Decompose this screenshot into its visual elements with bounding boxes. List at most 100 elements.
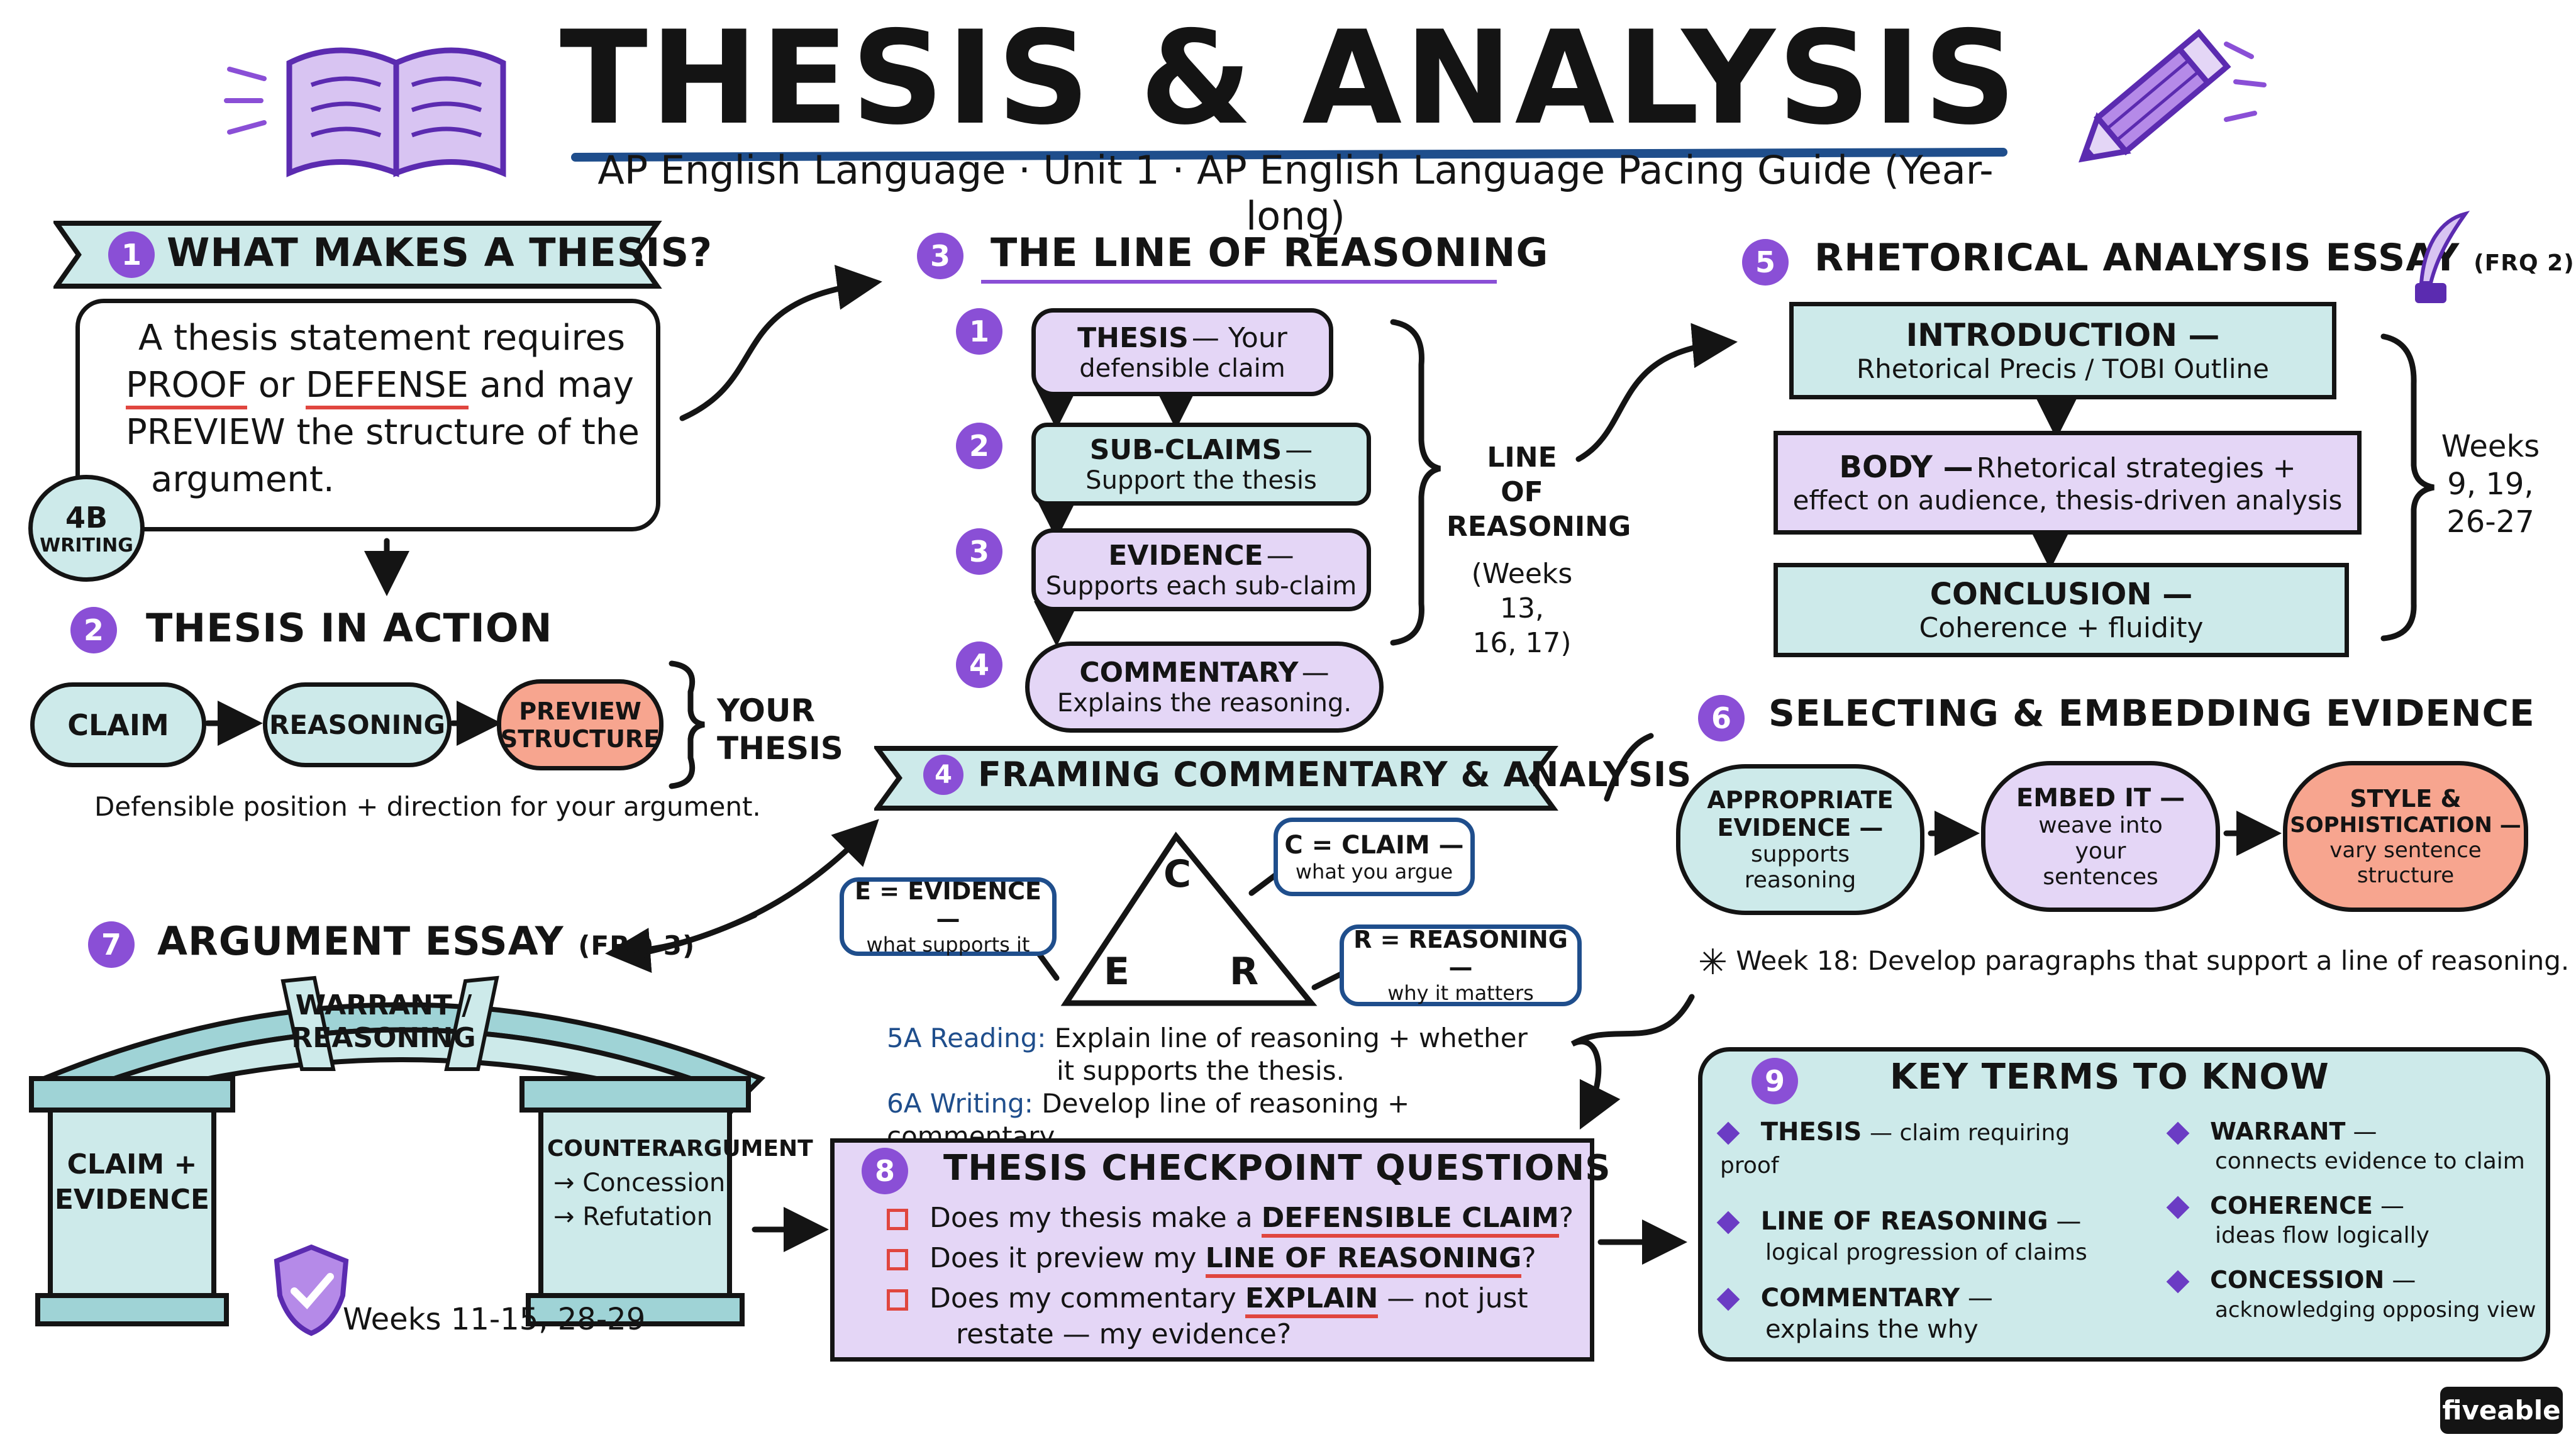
diamond-bullet-icon xyxy=(1716,1211,1740,1235)
s6-b-sub1: weave into xyxy=(2038,812,2163,838)
arch-reasoning: REASONING xyxy=(291,1022,476,1054)
s6-a-head1: APPROPRIATE xyxy=(1707,786,1894,814)
s8-q3-pre: Does my commentary xyxy=(930,1282,1236,1314)
s5-weeks-list: 9, 19, xyxy=(2447,467,2534,502)
s7-weeks: Weeks 11-15, 28-29 xyxy=(343,1302,646,1337)
s8-questions: Does my thesis make a DEFENSIBLE CLAIM? … xyxy=(887,1198,1579,1350)
s1-skill-code: 4B xyxy=(65,500,108,535)
s1-or: or xyxy=(258,365,295,406)
s2-claim-label: CLAIM xyxy=(67,708,169,742)
s1-banner xyxy=(52,217,667,292)
s5-weeks: Weeks 9, 19, 26-27 xyxy=(2428,428,2553,541)
s2-reasoning-label: REASONING xyxy=(269,709,445,740)
s6-title: SELECTING & EMBEDDING EVIDENCE xyxy=(1768,692,2535,735)
s9-term-commentary-dash: — xyxy=(1967,1284,1993,1313)
arch-claim: CLAIM + xyxy=(67,1148,197,1180)
s2-your-thesis: YOUR THESIS xyxy=(717,692,843,767)
checkbox-3[interactable] xyxy=(887,1289,908,1311)
s9-terms-right: WARRANT — connects evidence to claim COH… xyxy=(2166,1116,2541,1325)
arch-concession: → Concession xyxy=(553,1169,726,1197)
s1-text-b: and may xyxy=(479,365,634,406)
s3-step3-badge: 3 xyxy=(956,528,1002,575)
s8-q1-pre: Does my thesis make a xyxy=(930,1202,1253,1234)
s9-term-warrant-def: connects evidence to claim xyxy=(2215,1148,2525,1174)
s9-term-commentary-name: COMMENTARY xyxy=(1760,1284,1960,1313)
s1-text: A thesis statement requires PROOF or DEF… xyxy=(126,314,641,503)
asterisk-icon: ✳ xyxy=(1698,942,1728,983)
diamond-bullet-icon xyxy=(2166,1270,2190,1293)
s9-term-coherence: COHERENCE — ideas flow logically xyxy=(2166,1191,2541,1251)
s7-frq-tag: (FRQ 3) xyxy=(578,930,696,961)
s6-a-head2: EVIDENCE — xyxy=(1717,814,1884,841)
checkbox-1[interactable] xyxy=(887,1209,908,1230)
s7-title-text: ARGUMENT ESSAY xyxy=(157,918,564,964)
s6-a-sub2: reasoning xyxy=(1744,867,1857,893)
s1-text-c: the structure of the xyxy=(296,412,640,453)
s3-brace-of: OF xyxy=(1501,476,1543,508)
cer-triangle-e: E xyxy=(1104,950,1130,994)
s9-term-thesis: THESIS — claim requiring proof xyxy=(1716,1116,2123,1182)
arch-refutation: → Refutation xyxy=(553,1202,713,1231)
s4-reading-text-2: it supports the thesis. xyxy=(1057,1055,1345,1086)
s8-number-badge: 8 xyxy=(862,1148,908,1194)
s8-question-3: Does my commentary EXPLAIN — not just xyxy=(887,1279,1579,1319)
s9-term-coherence-def: ideas flow logically xyxy=(2215,1223,2429,1248)
s8-q3-post: — not just xyxy=(1387,1282,1528,1314)
s7-title: ARGUMENT ESSAY (FRQ 3) xyxy=(157,918,695,964)
s3-step2-card: SUB-CLAIMS — Support the thesis xyxy=(1031,423,1371,506)
arch-left-pillar-label: CLAIM + EVIDENCE xyxy=(53,1138,211,1226)
diamond-bullet-icon xyxy=(2166,1196,2190,1219)
s9-term-warrant: WARRANT — connects evidence to claim xyxy=(2166,1116,2541,1177)
s3-step1-head: THESIS xyxy=(1077,321,1189,354)
pencil-icon xyxy=(2063,13,2251,189)
s3-step2-l1: — xyxy=(1285,433,1313,466)
s4-banner xyxy=(872,742,1560,814)
s9-term-concession-def: acknowledging opposing view xyxy=(2215,1297,2536,1323)
s7-arch xyxy=(25,969,780,1358)
s1-defense: DEFENSE xyxy=(305,365,469,409)
s8-question-1: Does my thesis make a DEFENSIBLE CLAIM? xyxy=(887,1198,1579,1238)
s5-weeks-label: Weeks xyxy=(2441,429,2540,464)
checkbox-2[interactable] xyxy=(887,1249,908,1270)
s9-term-line-of-reasoning: LINE OF REASONING — logical progression … xyxy=(1716,1206,2123,1269)
s3-step4-cloud: COMMENTARY — Explains the reasoning. xyxy=(1025,641,1384,733)
s8-q2-post: ? xyxy=(1521,1242,1536,1274)
s3-step4-head: COMMENTARY xyxy=(1079,657,1299,689)
s2-preview-label-2: STRUCTURE xyxy=(500,724,660,753)
s6-a-sub1: supports xyxy=(1751,841,1850,867)
s5-body-card: BODY — Rhetorical strategies + effect on… xyxy=(1774,431,2362,535)
s1-preview: PREVIEW xyxy=(126,412,286,453)
s8-q3-key: EXPLAIN xyxy=(1245,1282,1379,1318)
s4-skills: 5A Reading: Explain line of reasoning + … xyxy=(887,1022,1585,1153)
s3-title-underline xyxy=(981,280,1497,284)
s9-term-lor-name: LINE OF REASONING xyxy=(1760,1207,2048,1236)
s1-title: WHAT MAKES A THESIS? xyxy=(167,230,713,275)
s3-step3-l2: Supports each sub-claim xyxy=(1045,571,1357,601)
s9-term-coherence-dash: — xyxy=(2380,1192,2405,1219)
s3-brace-label: LINE OF REASONING (Weeks 13, 16, 17) xyxy=(1446,440,1631,660)
s9-term-coherence-name: COHERENCE xyxy=(2210,1192,2373,1219)
s1-proof: PROOF xyxy=(126,365,248,409)
s2-claim-pill: CLAIM xyxy=(30,682,206,767)
s2-reasoning-pill: REASONING xyxy=(263,682,452,767)
s2-preview-label-1: PREVIEW xyxy=(519,697,641,725)
s8-q2-key: LINE OF REASONING xyxy=(1205,1242,1522,1278)
s8-title: THESIS CHECKPOINT QUESTIONS xyxy=(943,1148,1611,1189)
quill-icon xyxy=(2402,208,2478,308)
diamond-bullet-icon xyxy=(2166,1121,2190,1145)
s6-embed-cloud: EMBED IT — weave into your sentences xyxy=(1981,761,2220,912)
s1-card xyxy=(75,299,660,531)
cer-triangle-c: C xyxy=(1163,852,1192,896)
s9-term-thesis-name: THESIS xyxy=(1760,1118,1862,1146)
s3-step3-card: EVIDENCE — Supports each sub-claim xyxy=(1031,528,1371,611)
s9-term-lor-dash: — xyxy=(2056,1207,2082,1236)
s5-weeks-list-2: 26-27 xyxy=(2446,504,2534,540)
s1-text-d: argument. xyxy=(151,459,335,500)
s9-term-concession-dash: — xyxy=(2392,1266,2416,1294)
s4-title: FRAMING COMMENTARY & ANALYSIS xyxy=(978,755,1692,794)
s4-reading-text: Explain line of reasoning + whether xyxy=(1054,1023,1528,1053)
cer-reasoning-head: R = REASONING — xyxy=(1353,926,1568,981)
s6-note: ✳ Week 18: Develop paragraphs that suppo… xyxy=(1698,942,2569,983)
s9-number-badge: 9 xyxy=(1752,1058,1798,1104)
s5-number-badge: 5 xyxy=(1742,239,1789,286)
